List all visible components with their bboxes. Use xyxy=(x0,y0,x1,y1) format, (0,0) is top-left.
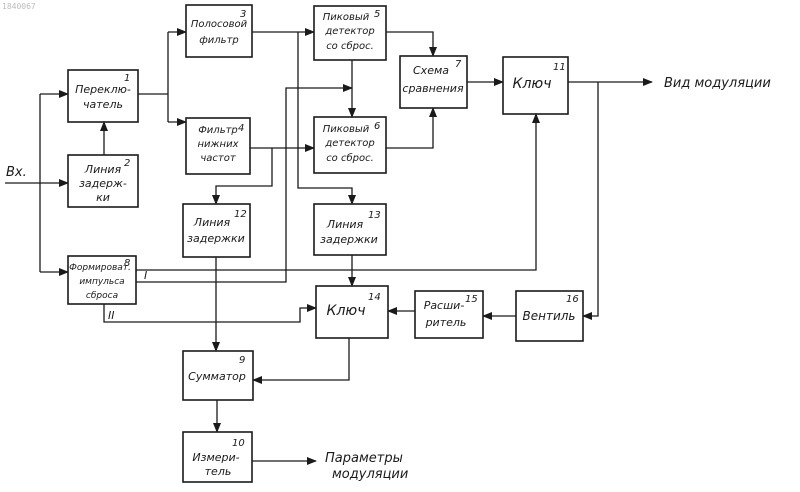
block-13-number: 13 xyxy=(368,210,381,221)
block-3-line-2: фильтр xyxy=(199,35,239,46)
block-8-line-3: сброса xyxy=(86,291,118,301)
block-4-line-3: частот xyxy=(200,153,236,164)
block-3-bandpass-filter: 3 Полосовой фильтр xyxy=(186,5,252,57)
block-15-line-1: Расши- xyxy=(424,299,465,312)
block-16-number: 16 xyxy=(566,294,579,305)
block-16-gate: 16 Вентиль xyxy=(516,291,583,341)
block-5-number: 5 xyxy=(374,9,380,20)
wire-8-to-14 xyxy=(104,304,316,322)
block-2-line-1: Линия xyxy=(84,163,122,176)
block-16-line-1: Вентиль xyxy=(523,309,576,323)
block-12-line-1: Линия xyxy=(193,216,231,229)
block-4-line-1: Фильтр xyxy=(198,125,238,136)
line-mark-one: I xyxy=(144,269,147,282)
block-10-meter: 10 Измери- тель xyxy=(183,432,252,482)
block-7-line-2: сравнения xyxy=(402,82,464,95)
block-8-reset-pulse-shaper: 8 Формироват. импульса сброса xyxy=(68,256,136,304)
block-3-line-1: Полосовой xyxy=(191,19,248,30)
output-main-label: Вид модуляции xyxy=(664,76,771,91)
wire-6-to-7 xyxy=(386,108,433,148)
block-6-number: 6 xyxy=(374,121,380,132)
wire-14-to-9 xyxy=(253,338,349,380)
block-1-line-2: чатель xyxy=(83,98,123,111)
block-2-line-3: ки xyxy=(96,191,110,204)
block-4-lowpass-filter: 4 Фильтр нижних частот xyxy=(186,118,250,174)
block-7-line-1: Схема xyxy=(413,64,449,77)
block-1-switch: 1 Переклю- чатель xyxy=(68,70,138,122)
block-15-expander: 15 Расши- ритель xyxy=(415,291,483,338)
block-14-number: 14 xyxy=(368,292,381,303)
block-14-key: 14 Ключ xyxy=(316,286,388,338)
block-9-number: 9 xyxy=(239,355,245,366)
block-1-line-1: Переклю- xyxy=(75,83,131,96)
block-6-line-1: Пиковый xyxy=(323,124,370,135)
block-2-delay-line: 2 Линия задерж- ки xyxy=(68,155,138,207)
block-15-number: 15 xyxy=(465,294,478,305)
block-7-number: 7 xyxy=(455,59,462,70)
wire-5-to-7 xyxy=(386,32,433,56)
block-12-delay-line: 12 Линия задержки xyxy=(183,204,250,257)
block-11-line-1: Ключ xyxy=(513,76,552,92)
block-5-peak-detector: 5 Пиковый детектор со сброс. xyxy=(314,6,386,60)
block-11-key: 11 Ключ xyxy=(503,57,568,114)
block-2-number: 2 xyxy=(124,158,130,169)
block-5-line-2: детектор xyxy=(324,26,374,37)
block-5-line-3: со сброс. xyxy=(326,40,374,52)
block-7-comparator: 7 Схема сравнения xyxy=(400,56,467,108)
block-9-line-1: Сумматор xyxy=(188,370,246,383)
block-12-number: 12 xyxy=(234,209,247,220)
block-10-line-2: тель xyxy=(205,465,232,478)
block-9-adder: 9 Сумматор xyxy=(183,351,253,400)
output-params-line-1: Параметры xyxy=(325,451,403,466)
block-13-line-2: задержки xyxy=(320,233,378,246)
block-8-line-2: импульса xyxy=(79,277,124,287)
block-6-line-3: со сброс. xyxy=(326,152,374,164)
block-6-line-2: детектор xyxy=(324,138,374,149)
block-2-line-2: задерж- xyxy=(79,177,127,190)
block-15-line-2: ритель xyxy=(425,316,467,329)
block-10-number: 10 xyxy=(232,438,245,449)
block-12-line-2: задержки xyxy=(187,232,245,245)
block-5-line-1: Пиковый xyxy=(323,12,370,23)
block-13-line-1: Линия xyxy=(326,218,364,231)
corner-code: 1840067 xyxy=(2,2,36,11)
block-4-number: 4 xyxy=(238,123,244,134)
block-4-line-2: нижних xyxy=(197,139,238,150)
input-label: Вх. xyxy=(6,165,27,180)
block-13-delay-line: 13 Линия задержки xyxy=(314,204,386,255)
block-8-line-1: Формироват. xyxy=(69,263,131,273)
block-14-line-1: Ключ xyxy=(327,303,366,319)
line-mark-two: II xyxy=(108,309,115,322)
wire-out-to-16 xyxy=(583,82,598,316)
block-6-peak-detector: 6 Пиковый детектор со сброс. xyxy=(314,117,386,173)
block-10-line-1: Измери- xyxy=(192,451,239,464)
output-params-line-2: модуляции xyxy=(332,467,408,482)
block-11-number: 11 xyxy=(553,62,566,73)
